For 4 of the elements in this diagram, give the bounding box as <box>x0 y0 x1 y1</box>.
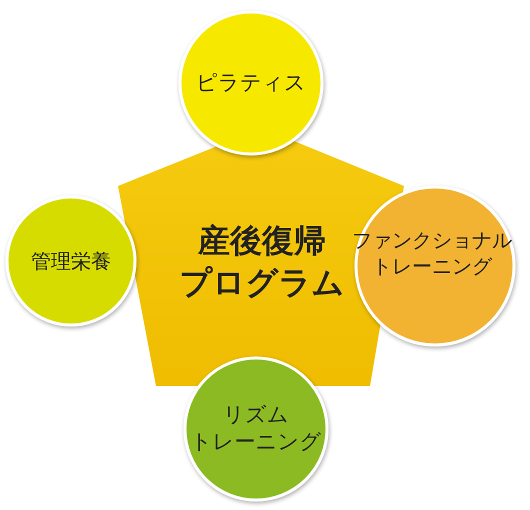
node-label: ピラティス <box>196 69 306 96</box>
node-label: 管理栄養 <box>31 248 111 274</box>
node-label: リズムトレーニング <box>190 402 322 456</box>
node-label: 産後復帰プログラム <box>180 220 344 303</box>
